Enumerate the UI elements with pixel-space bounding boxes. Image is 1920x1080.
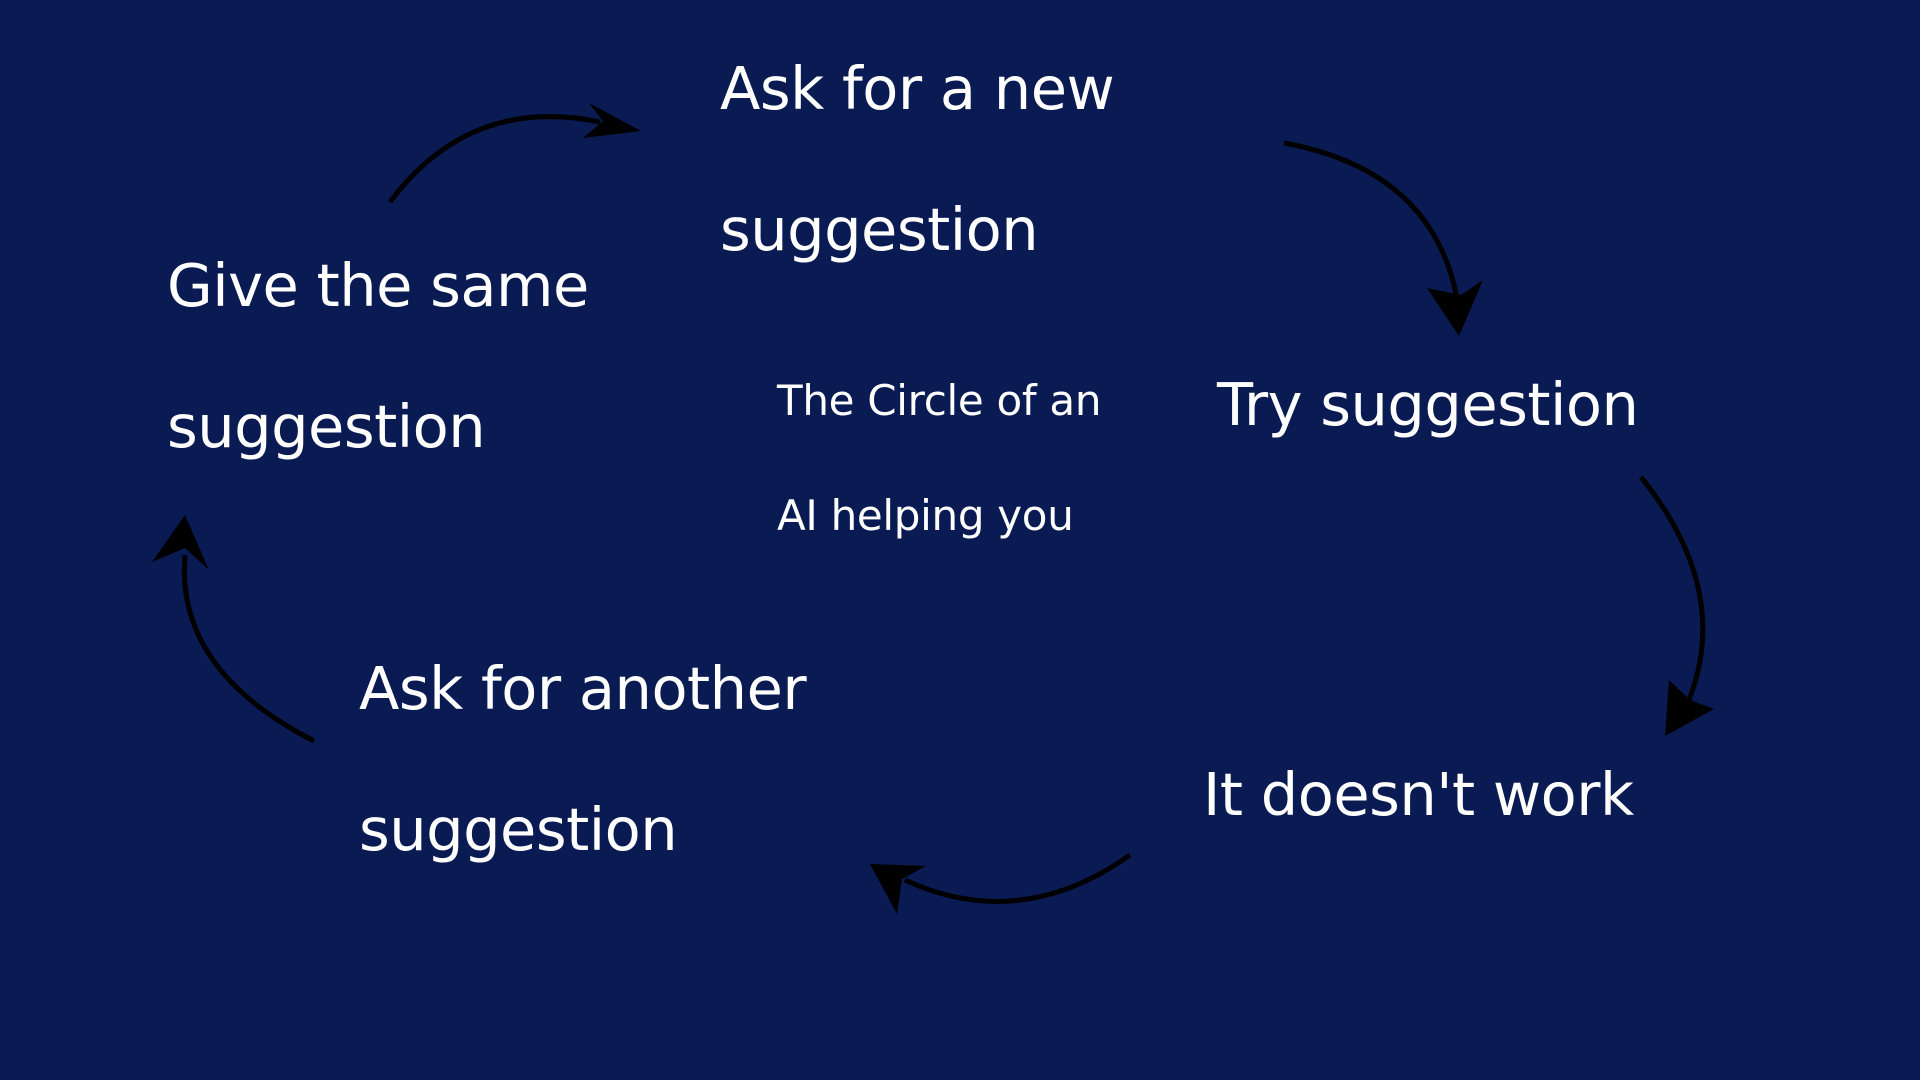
node-ask-new-line1: Ask for a new [720, 54, 1115, 123]
arrow-ask-another-to-give-same [152, 515, 316, 744]
node-it-doesnt-work: It doesn't work [1203, 724, 1634, 865]
center-title-line2: AI helping you [777, 491, 1074, 540]
arrow-not-work-to-ask-another [870, 852, 1132, 914]
node-ask-another-line1: Ask for another [359, 654, 807, 723]
diagram-center-title: The Circle of an AI helping you [777, 343, 1101, 573]
node-try-suggestion: Try suggestion [1217, 334, 1639, 475]
arrow-give-same-to-ask-new [387, 103, 641, 204]
node-ask-another-line2: suggestion [359, 795, 678, 864]
node-give-same-line2: suggestion [167, 392, 486, 461]
node-ask-another-suggestion: Ask for another suggestion [359, 618, 807, 900]
node-try-line1: Try suggestion [1217, 370, 1639, 439]
node-give-same-line1: Give the same [167, 251, 589, 320]
center-title-line1: The Circle of an [777, 376, 1102, 425]
arrow-ask-new-to-try [1283, 140, 1483, 336]
node-not-work-line1: It doesn't work [1203, 760, 1634, 829]
node-ask-new-suggestion: Ask for a new suggestion [720, 18, 1115, 300]
node-ask-new-line2: suggestion [720, 195, 1039, 264]
node-give-same-suggestion: Give the same suggestion [167, 215, 589, 497]
arrow-try-to-not-work [1639, 475, 1714, 736]
